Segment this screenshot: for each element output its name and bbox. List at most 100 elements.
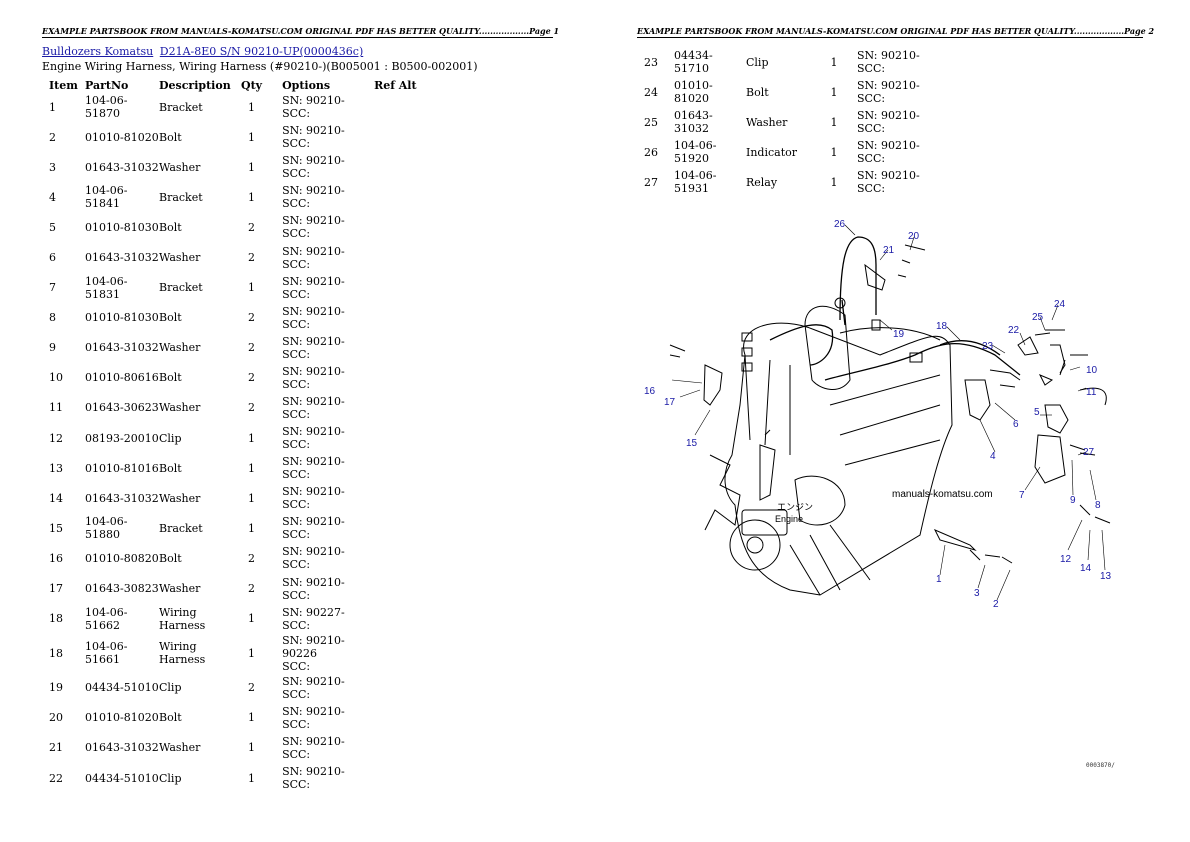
partno-cell: 01010-81020 — [85, 130, 159, 144]
qty-cell: 2 — [248, 401, 256, 415]
serial-number-range: SN: 90210- — [282, 394, 345, 408]
refalt-cell — [949, 167, 1009, 197]
item-cell: 22 — [49, 771, 63, 785]
engine-wiring-drawing: 26 21 20 19 18 24 25 22 23 10 11 16 17 1… — [644, 219, 1112, 610]
description-cell: Relay — [746, 175, 778, 189]
serial-number-range: SN: 90210- — [282, 425, 345, 439]
description-cell: Bolt — [159, 371, 182, 385]
partno-cell: 01643-31032 — [85, 251, 159, 265]
options-cell: SN: 90210-SCC: — [262, 182, 374, 212]
drawing-code: 0003870/ — [1086, 762, 1115, 769]
column-header-qty: Qty — [241, 78, 263, 92]
description-cell: Bolt — [159, 130, 182, 144]
qty-cell: 2 — [248, 681, 256, 695]
refalt-cell — [374, 733, 434, 763]
watermark: manuals-komatsu.com — [892, 489, 993, 500]
qty-cell: 1 — [830, 85, 838, 99]
item-cell: 8 — [49, 311, 56, 325]
description-cell: Clip — [159, 431, 182, 445]
description-cell: Clip — [746, 55, 769, 69]
item-cell: 13 — [49, 461, 63, 475]
item-cell: 18 — [49, 612, 63, 626]
description-cell: Indicator — [746, 145, 798, 159]
callout-17: 17 — [664, 397, 676, 408]
serial-number-range: SN: 90210- — [282, 304, 345, 318]
callout-26: 26 — [834, 219, 846, 230]
options-cell: SN: 90210-SCC: — [262, 513, 374, 543]
harness-lines — [769, 236, 1021, 381]
refalt-cell — [949, 77, 1009, 107]
qty-cell: 2 — [248, 551, 256, 565]
description-cell: Washer — [159, 401, 201, 415]
callout-19: 19 — [893, 329, 905, 340]
breadcrumb-link-category[interactable]: Bulldozers Komatsu — [42, 45, 154, 58]
page-1: EXAMPLE PARTSBOOK FROM MANUALS-KOMATSU.C… — [42, 26, 559, 791]
scc-code: SCC: — [282, 618, 311, 632]
options-cell: SN: 90227-SCC: — [262, 604, 374, 634]
options-cell: SN: 90210-SCC: — [262, 673, 374, 703]
description-cell: Bracket — [159, 190, 203, 204]
item-cell: 6 — [49, 251, 56, 265]
serial-number-range: SN: 90210-90226 — [282, 633, 345, 660]
scc-code: SCC: — [282, 167, 311, 181]
options-cell: SN: 90210-SCC: — [262, 242, 374, 272]
serial-number-range: SN: 90210- — [282, 455, 345, 469]
options-cell: SN: 90210-SCC: — [844, 77, 949, 107]
engine-label-en: Engine — [775, 514, 803, 524]
engine-label-jp: エンジン — [777, 502, 813, 512]
scc-code: SCC: — [857, 92, 886, 106]
serial-number-range: SN: 90210- — [282, 124, 345, 138]
refalt-cell — [374, 673, 434, 703]
description-cell: Bolt — [159, 711, 182, 725]
refalt-cell — [374, 483, 434, 513]
callout-14: 14 — [1080, 563, 1092, 574]
item-cell: 11 — [49, 401, 63, 415]
scc-code: SCC: — [282, 528, 311, 542]
description-cell: Washer — [159, 341, 201, 355]
scc-code: SCC: — [282, 438, 311, 452]
scc-code: SCC: — [857, 62, 886, 76]
qty-cell: 1 — [248, 431, 256, 445]
description-cell: Wiring Harness — [159, 605, 206, 632]
serial-number-range: SN: 90210- — [857, 79, 920, 93]
item-cell: 26 — [644, 145, 658, 159]
callout-20: 20 — [908, 231, 920, 242]
serial-number-range: SN: 90210- — [282, 485, 345, 499]
column-header-options: Options — [282, 78, 331, 92]
description-cell: Washer — [159, 251, 201, 265]
scc-code: SCC: — [282, 498, 311, 512]
refalt-cell — [374, 242, 434, 272]
description-cell: Bolt — [159, 551, 182, 565]
column-header-refalt: Ref Alt — [374, 78, 417, 92]
scc-code: SCC: — [857, 152, 886, 166]
partno-cell: 01643-31032 — [85, 491, 159, 505]
partno-cell: 01643-30623 — [85, 401, 159, 415]
callout-13: 13 — [1100, 571, 1112, 582]
qty-cell: 1 — [248, 711, 256, 725]
qty-cell: 2 — [248, 251, 256, 265]
callout-24: 24 — [1054, 299, 1066, 310]
qty-cell: 2 — [248, 341, 256, 355]
scc-code: SCC: — [282, 377, 311, 391]
partno-cell: 01010-81020 — [85, 711, 159, 725]
qty-cell: 1 — [248, 646, 256, 660]
partno-cell: 104-06-51841 — [85, 184, 128, 211]
qty-cell: 1 — [248, 281, 256, 295]
scc-code: SCC: — [282, 717, 311, 731]
callout-11: 11 — [1086, 387, 1097, 398]
parts-diagram: 26 21 20 19 18 24 25 22 23 10 11 16 17 1… — [640, 205, 1160, 625]
breadcrumb-link-model[interactable]: D21A-8E0 S/N 90210-UP(0000436c) — [159, 45, 364, 58]
refalt-cell — [374, 212, 434, 242]
item-cell: 25 — [644, 115, 658, 129]
